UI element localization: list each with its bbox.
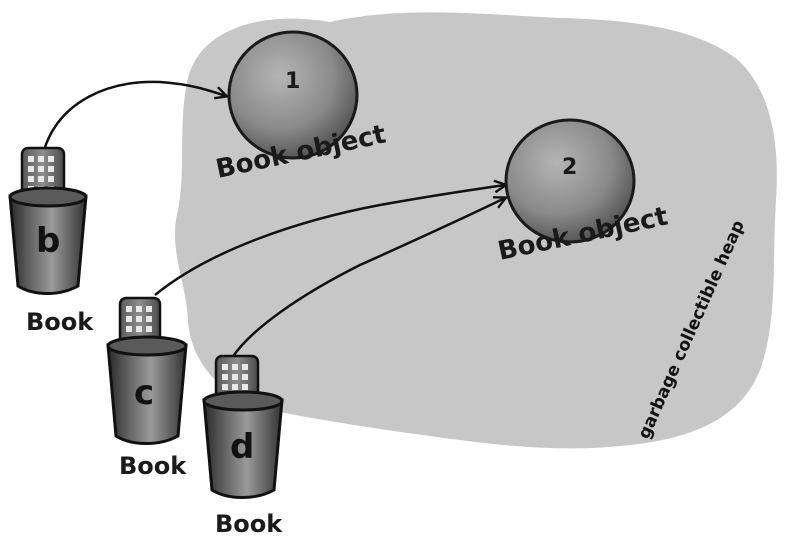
reference-variable-c: c Book [106,296,188,480]
reference-arrow-b [42,80,226,151]
variable-type-d: Book [215,510,283,538]
reference-variable-b: b Book [8,146,94,336]
reference-arrow-d [230,198,505,359]
cup-icon [106,335,188,445]
variable-type-b: Book [26,308,94,336]
object-number-2: 2 [562,155,577,180]
variable-name-d: d [230,427,254,467]
cup-icon [8,186,88,295]
object-number-1: 1 [285,69,300,94]
variable-type-c: Book [119,452,187,480]
reference-arrow-c [154,185,505,296]
reference-variable-d: d Book [202,354,284,538]
variable-name-c: c [134,373,154,413]
cup-icon [202,390,284,499]
variable-name-b: b [36,221,60,261]
